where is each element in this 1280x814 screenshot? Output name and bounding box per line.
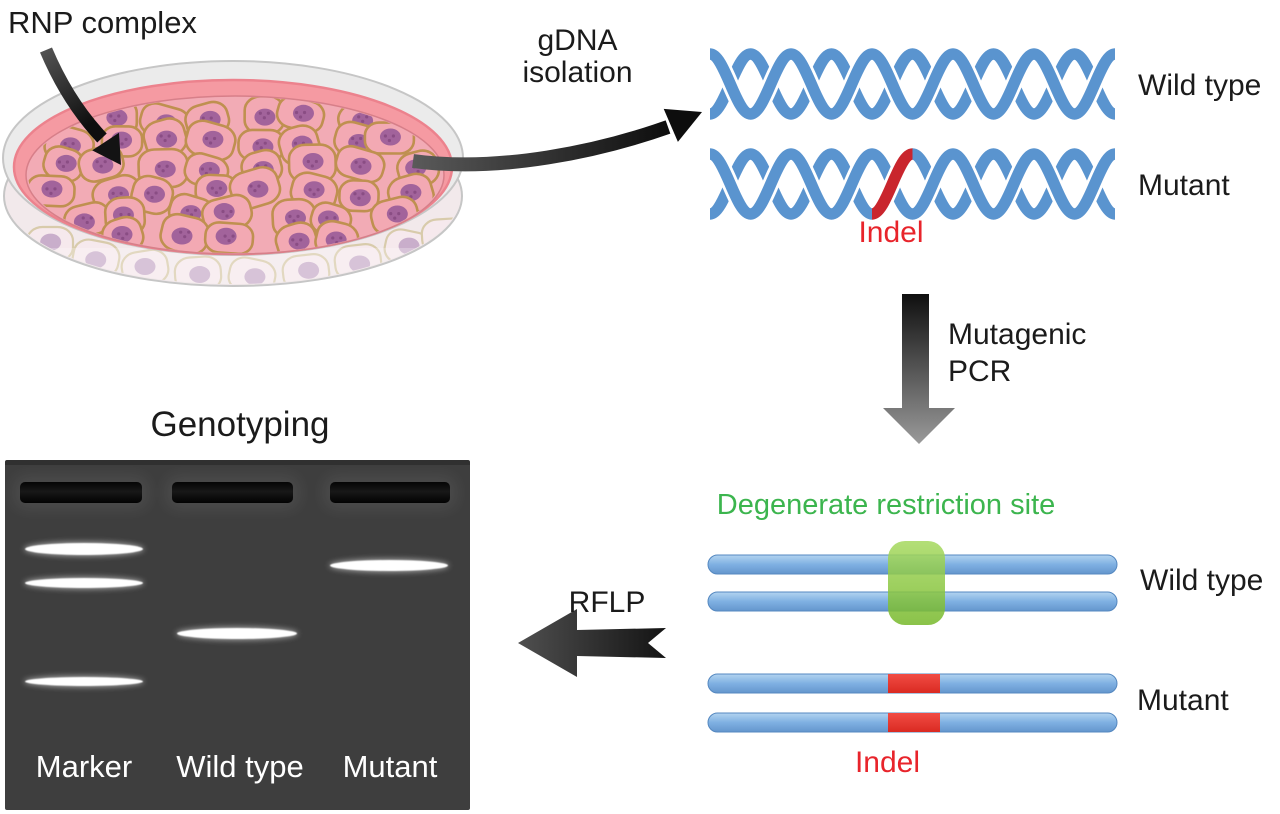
dna-helix-wildtype — [708, 45, 1119, 123]
dna-helix-mutant — [708, 145, 1119, 223]
gel-band — [25, 578, 143, 588]
gdna-line2: isolation — [522, 56, 633, 90]
rnp-complex-label: RNP complex — [8, 5, 197, 40]
genotyping-title: Genotyping — [150, 405, 330, 444]
bars-wildtype-label: Wild type — [1140, 564, 1264, 597]
bars-mutant-label: Mutant — [1137, 684, 1229, 717]
gel-band — [25, 543, 143, 555]
helix-mutant-label: Mutant — [1138, 169, 1230, 202]
gel-image: Marker Wild type Mutant — [5, 460, 470, 810]
gel-well — [330, 482, 450, 503]
restriction-site-box — [888, 541, 945, 625]
helix-wildtype-label: Wild type — [1138, 69, 1262, 102]
gel-lane-label: Wild type — [176, 749, 304, 784]
pcr-product-mutant — [707, 673, 1118, 733]
mutagenic-pcr-arrow — [883, 294, 955, 444]
pcr-line1: Mutagenic — [948, 318, 1087, 351]
mutagenic-pcr-label: Mutagenic PCR — [948, 316, 1086, 390]
helix-indel-segment — [868, 145, 916, 223]
degenerate-restriction-site-label: Degenerate restriction site — [716, 489, 1056, 521]
bars-indel-label: Indel — [854, 746, 921, 779]
gel-lane-label: Mutant — [342, 749, 438, 784]
gdna-isolation-label: gDNA isolation — [470, 24, 685, 90]
helix-indel-label: Indel — [858, 216, 924, 249]
indel-segment-2 — [888, 713, 940, 732]
rnp-arrow — [40, 47, 121, 165]
gdna-arrow — [412, 108, 702, 172]
petri-dish-illustration — [2, 47, 702, 287]
gel-band — [177, 628, 297, 639]
gel-lane-label: Marker — [35, 749, 133, 784]
cells-layer — [28, 97, 441, 253]
gel-band — [25, 677, 143, 686]
gel-band — [330, 560, 448, 571]
gel-well — [20, 482, 142, 503]
pcr-product-wildtype — [707, 541, 1118, 625]
pcr-line2: PCR — [948, 355, 1012, 388]
rflp-arrow — [518, 609, 666, 677]
rflp-label: RFLP — [568, 586, 646, 619]
indel-segment-1 — [888, 674, 940, 693]
gdna-line1: gDNA — [537, 24, 618, 57]
gel-well — [172, 482, 293, 503]
